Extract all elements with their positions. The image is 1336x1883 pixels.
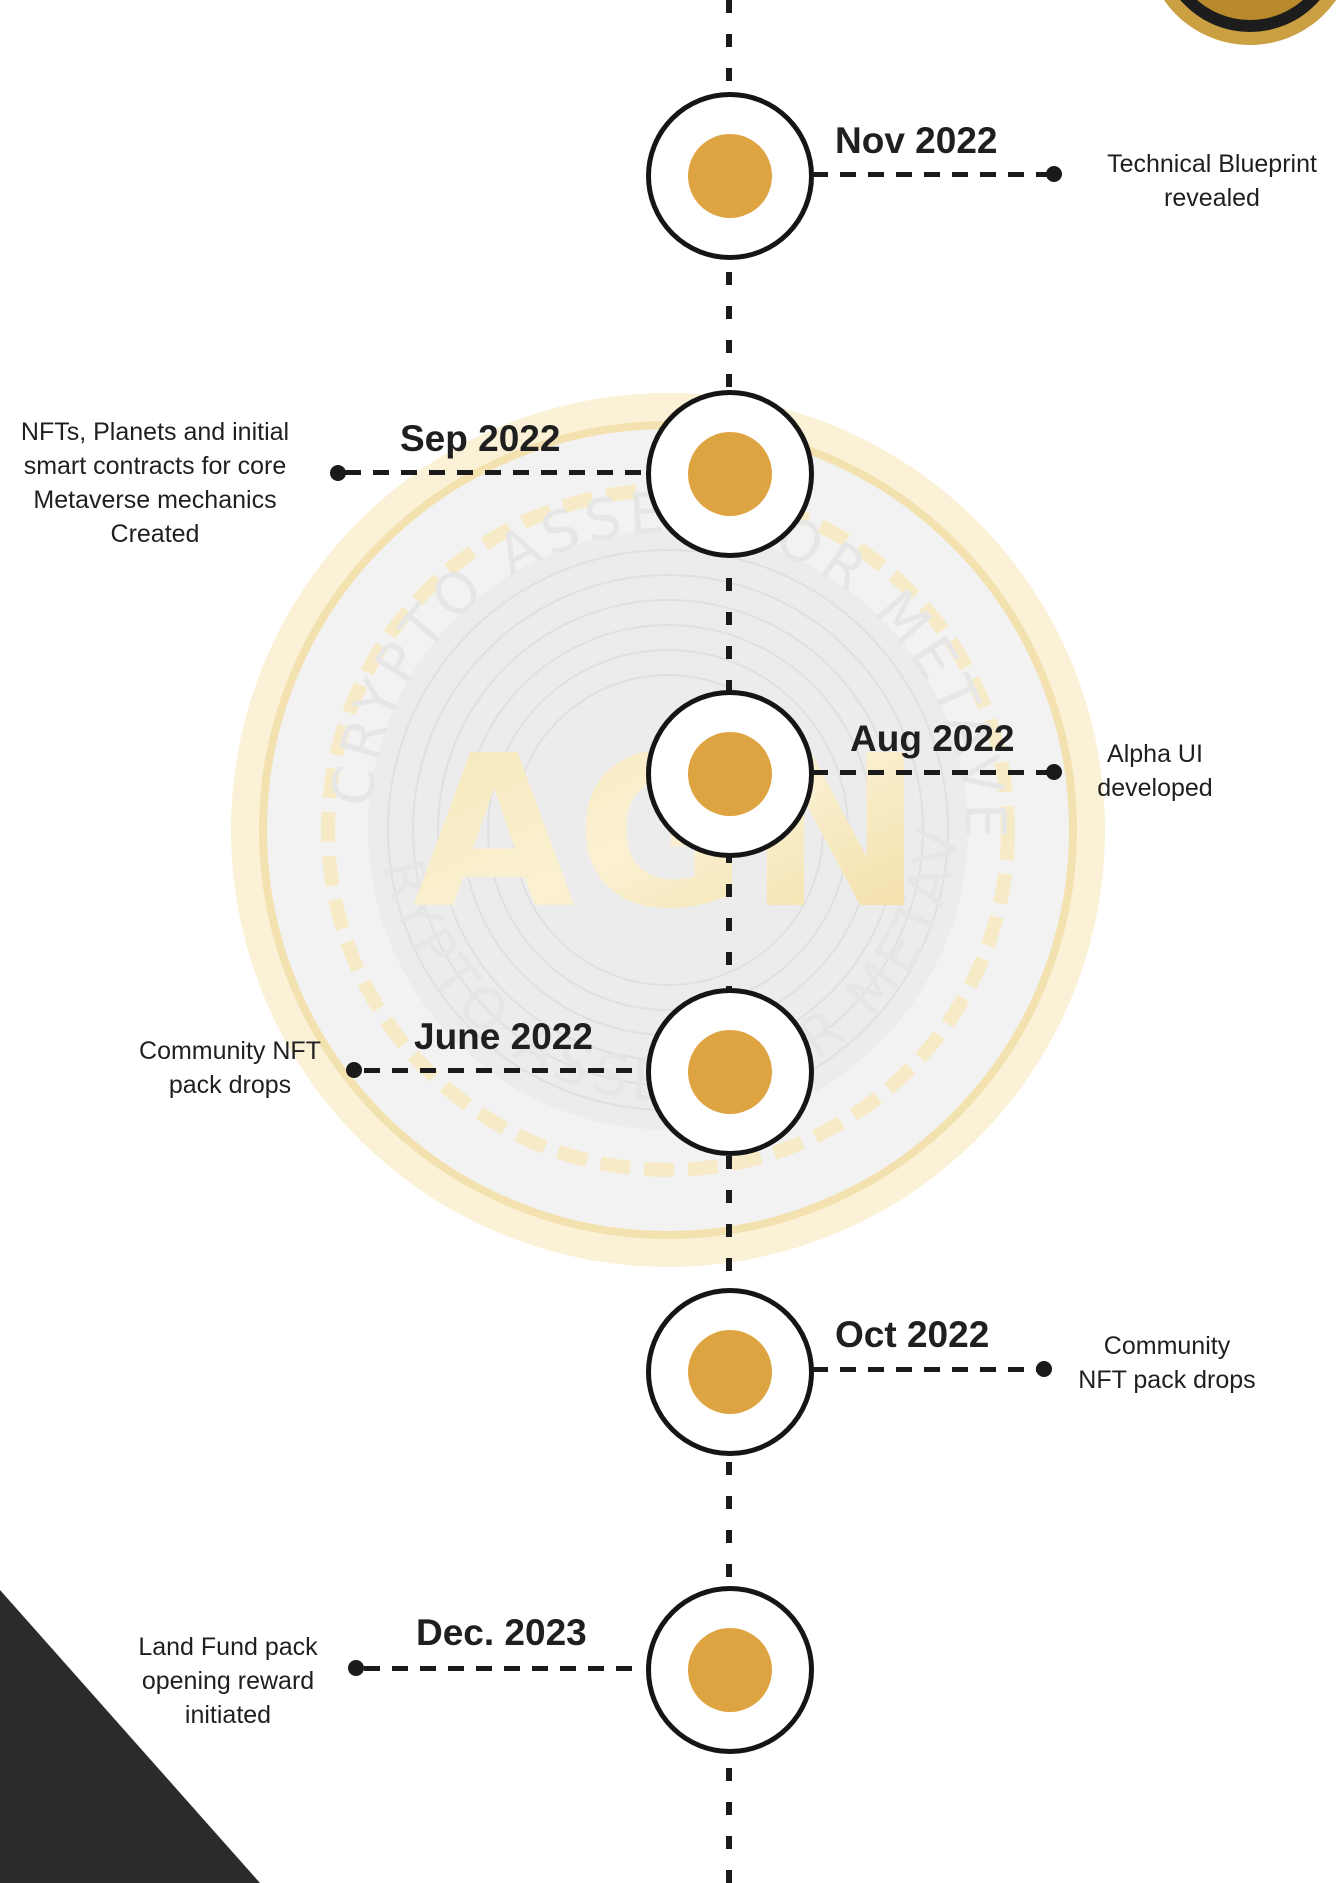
node-dot bbox=[688, 1628, 772, 1712]
connector-line bbox=[364, 1666, 644, 1671]
milestone-description: Alpha UI developed bbox=[1097, 740, 1213, 802]
corner-coin-icon bbox=[1163, 0, 1336, 45]
connector-bullet bbox=[1046, 166, 1062, 182]
milestone-date: Dec. 2023 bbox=[416, 1612, 587, 1653]
node-dot bbox=[688, 134, 772, 218]
milestone-date: Sep 2022 bbox=[400, 418, 561, 459]
timeline-node bbox=[646, 1288, 814, 1456]
milestone-description: Community NFT pack drops bbox=[1078, 1332, 1256, 1394]
milestone-date: Oct 2022 bbox=[835, 1314, 990, 1355]
milestone-date: Aug 2022 bbox=[850, 718, 1015, 759]
timeline-node bbox=[646, 1586, 814, 1754]
timeline-node bbox=[646, 690, 814, 858]
connector-bullet bbox=[346, 1062, 362, 1078]
node-dot bbox=[688, 732, 772, 816]
corner-triangle-decoration bbox=[0, 1590, 260, 1883]
timeline-node bbox=[646, 390, 814, 558]
timeline-spine bbox=[726, 0, 732, 1883]
milestone-description: NFTs, Planets and initial smart contract… bbox=[20, 418, 290, 548]
connector-line bbox=[812, 1367, 1040, 1372]
connector-line bbox=[364, 1068, 644, 1073]
connector-bullet bbox=[330, 465, 346, 481]
timeline-node bbox=[646, 92, 814, 260]
node-dot bbox=[688, 432, 772, 516]
connector-bullet bbox=[348, 1660, 364, 1676]
node-dot bbox=[688, 1030, 772, 1114]
milestone-description: Technical Blueprint revealed bbox=[1107, 150, 1317, 212]
connector-line bbox=[812, 770, 1052, 775]
node-dot bbox=[688, 1330, 772, 1414]
milestone-description: Land Fund pack opening reward initiated bbox=[138, 1633, 318, 1729]
connector-bullet bbox=[1036, 1361, 1052, 1377]
connector-bullet bbox=[1046, 764, 1062, 780]
connector-line bbox=[812, 172, 1052, 177]
milestone-date: Nov 2022 bbox=[835, 120, 998, 161]
timeline-node bbox=[646, 988, 814, 1156]
milestone-date: June 2022 bbox=[414, 1016, 593, 1057]
connector-line bbox=[345, 470, 645, 475]
milestone-description: Community NFT pack drops bbox=[139, 1037, 321, 1099]
